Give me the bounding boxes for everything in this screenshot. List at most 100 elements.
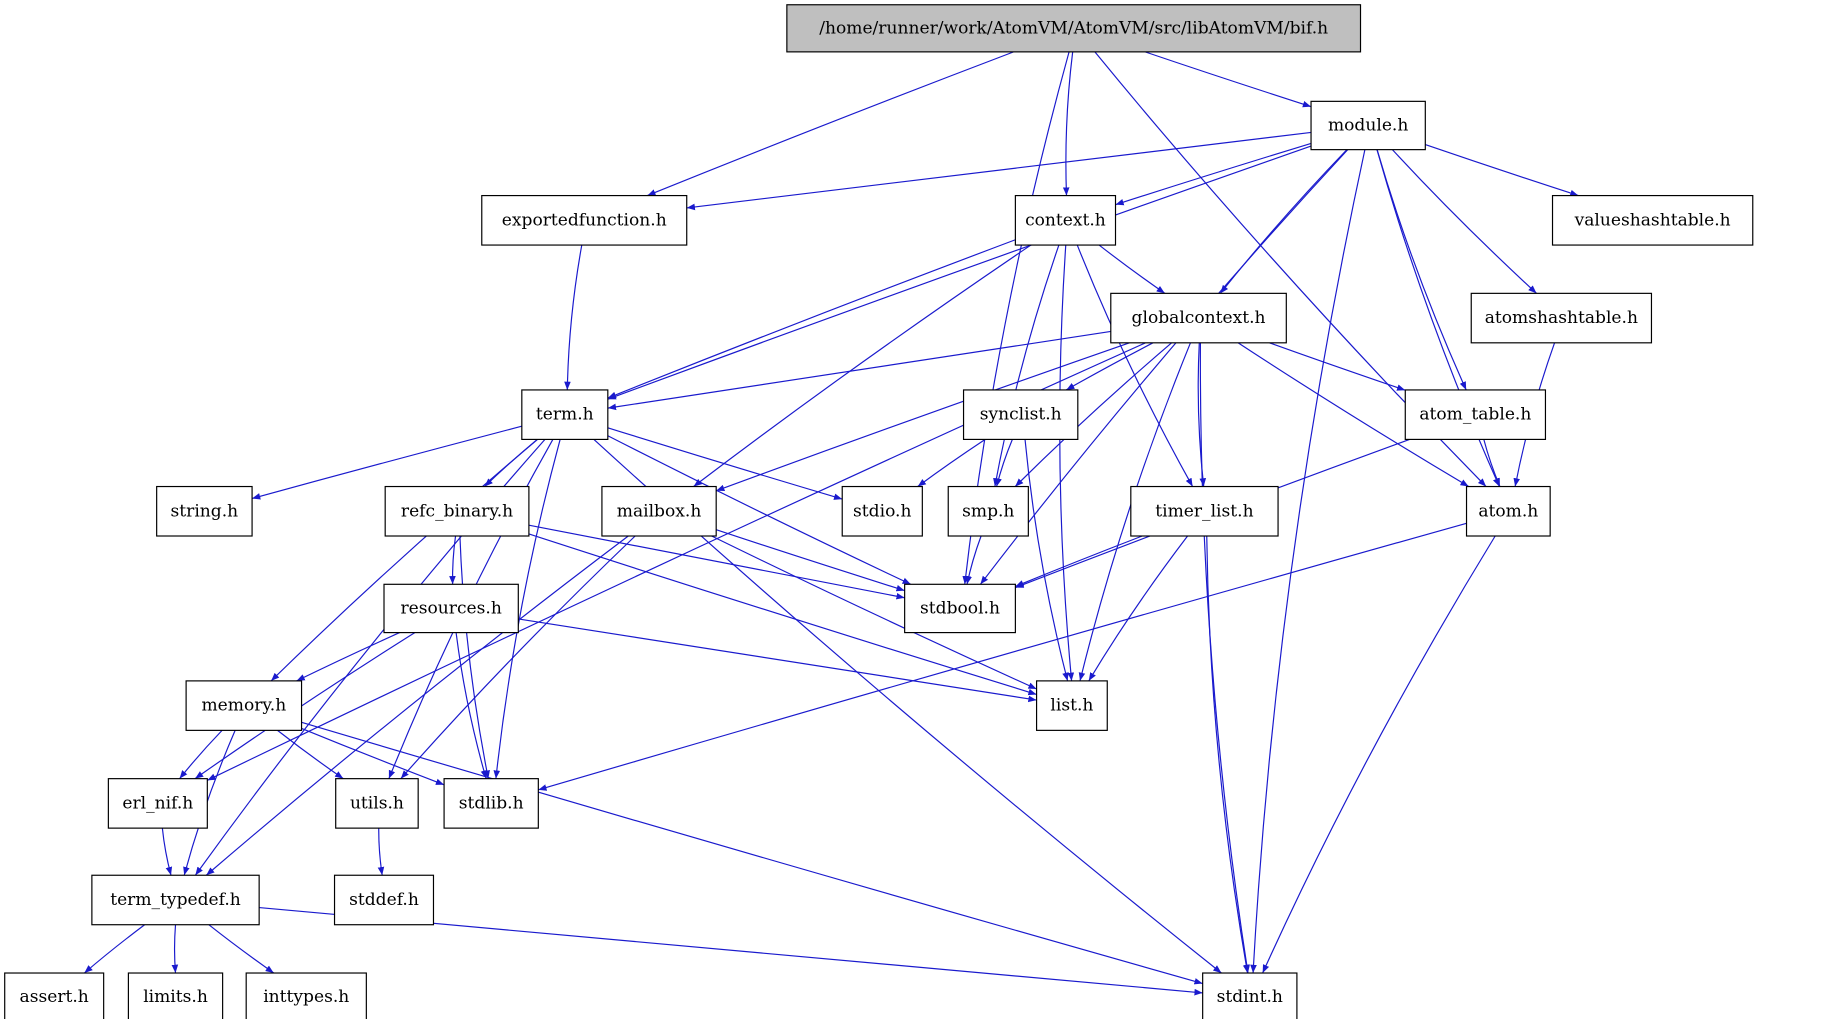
edge-mailbox-to-list bbox=[711, 535, 1037, 690]
edge-memory-to-utils bbox=[277, 729, 344, 780]
node-valueshashtable[interactable]: valueshashtable.h bbox=[1551, 194, 1754, 246]
node-label: /home/runner/work/AtomVM/AtomVM/src/libA… bbox=[819, 18, 1328, 38]
node-label: timer_list.h bbox=[1155, 501, 1253, 521]
node-string[interactable]: string.h bbox=[156, 485, 253, 537]
node-atomshashtable[interactable]: atomshashtable.h bbox=[1470, 292, 1653, 344]
edge-context-to-list bbox=[1059, 245, 1075, 681]
edge-utils-to-stddef bbox=[377, 828, 385, 876]
node-globalcontext[interactable]: globalcontext.h bbox=[1110, 292, 1287, 344]
edge-term-to-stdbool bbox=[607, 435, 912, 585]
node-stdio[interactable]: stdio.h bbox=[841, 485, 923, 537]
node-box bbox=[841, 485, 923, 537]
node-label: term_typedef.h bbox=[110, 890, 241, 910]
node-module[interactable]: module.h bbox=[1310, 100, 1426, 151]
edge-erl_nif-to-term_typedef bbox=[161, 828, 173, 876]
node-stdint[interactable]: stdint.h bbox=[1202, 972, 1298, 1019]
edge-module-to-stdint bbox=[1250, 149, 1366, 974]
edge-context-to-timer_list bbox=[1076, 244, 1194, 487]
node-inttypes[interactable]: inttypes.h bbox=[245, 972, 367, 1019]
node-stddef[interactable]: stddef.h bbox=[333, 874, 435, 926]
edge-exportedfunction-to-term bbox=[564, 244, 583, 390]
edge-module-to-atomshashtable bbox=[1391, 149, 1537, 294]
edge-term_typedef-to-assert bbox=[83, 924, 145, 974]
node-box bbox=[127, 972, 224, 1019]
node-assert[interactable]: assert.h bbox=[4, 972, 105, 1019]
edge-bif-to-module bbox=[1144, 51, 1312, 108]
node-list[interactable]: list.h bbox=[1035, 680, 1108, 731]
node-mailbox[interactable]: mailbox.h bbox=[601, 485, 717, 537]
edge-mailbox-to-utils bbox=[400, 535, 636, 780]
edge-globalcontext-to-term bbox=[607, 330, 1111, 411]
node-box bbox=[1310, 100, 1426, 151]
edge-timer_list-to-stdbool bbox=[1015, 535, 1143, 587]
edge-refc_binary-to-list bbox=[528, 533, 1037, 696]
node-memory[interactable]: memory.h bbox=[185, 680, 303, 731]
node-box bbox=[904, 583, 1016, 634]
node-utils[interactable]: utils.h bbox=[335, 778, 419, 829]
node-stdbool[interactable]: stdbool.h bbox=[904, 583, 1016, 634]
node-resources[interactable]: resources.h bbox=[383, 583, 519, 634]
node-term[interactable]: term.h bbox=[521, 389, 609, 441]
node-label: stdbool.h bbox=[920, 598, 1000, 618]
edge-module-to-atom bbox=[1376, 149, 1500, 487]
node-label: atom.h bbox=[1478, 501, 1538, 521]
edge-globalcontext-to-mailbox bbox=[715, 342, 1130, 492]
edge-context-to-globalcontext bbox=[1098, 244, 1166, 294]
edge-atom_table-to-atom bbox=[1483, 439, 1501, 487]
node-timer-list[interactable]: timer_list.h bbox=[1130, 485, 1279, 537]
edge-timer_list-to-stdint bbox=[1206, 535, 1250, 974]
node-stdlib[interactable]: stdlib.h bbox=[443, 778, 539, 829]
node-label: stdlib.h bbox=[459, 793, 524, 813]
node-label: synclist.h bbox=[980, 405, 1062, 425]
node-label: atom_table.h bbox=[1419, 405, 1531, 425]
node-box bbox=[521, 389, 609, 441]
edge-globalcontext-to-atom bbox=[1237, 342, 1469, 488]
edge-globalcontext-to-stdint bbox=[1199, 342, 1250, 974]
edge-context-to-smp bbox=[993, 244, 1060, 487]
node-box bbox=[947, 485, 1029, 537]
edge-memory-to-stdint bbox=[301, 721, 1203, 985]
edge-atom-to-stdlib bbox=[538, 522, 1467, 791]
node-label: erl_nif.h bbox=[122, 793, 193, 813]
node-label: atomshashtable.h bbox=[1485, 308, 1638, 328]
edge-globalcontext-to-synclist bbox=[1065, 342, 1154, 391]
edge-globalcontext-to-atom_table bbox=[1269, 342, 1406, 391]
edge-globalcontext-to-smp bbox=[1014, 342, 1173, 487]
node-erl-nif[interactable]: erl_nif.h bbox=[107, 778, 208, 829]
node-atom-table[interactable]: atom_table.h bbox=[1404, 389, 1547, 441]
node-bif[interactable]: /home/runner/work/AtomVM/AtomVM/src/libA… bbox=[786, 4, 1362, 53]
node-context[interactable]: context.h bbox=[1014, 194, 1117, 246]
edge-module-to-context bbox=[1115, 142, 1312, 206]
node-label: module.h bbox=[1328, 115, 1408, 135]
edge-module-to-valueshashtable bbox=[1425, 143, 1579, 197]
node-synclist[interactable]: synclist.h bbox=[962, 389, 1079, 441]
edge-context-to-term bbox=[607, 239, 1016, 399]
edge-atom-to-stdint bbox=[1262, 535, 1496, 974]
node-smp[interactable]: smp.h bbox=[947, 485, 1029, 537]
edge-term_typedef-to-inttypes bbox=[208, 924, 275, 974]
node-box bbox=[384, 485, 530, 537]
node-atom[interactable]: atom.h bbox=[1465, 485, 1551, 537]
node-label: memory.h bbox=[201, 696, 286, 716]
node-box bbox=[4, 972, 105, 1019]
node-label: stdint.h bbox=[1217, 987, 1283, 1007]
node-box bbox=[1035, 680, 1108, 731]
node-label: term.h bbox=[536, 405, 594, 425]
node-box bbox=[1014, 194, 1117, 246]
node-label: globalcontext.h bbox=[1132, 308, 1266, 328]
node-label: stdio.h bbox=[853, 501, 911, 521]
edge-term-to-stdlib bbox=[493, 439, 561, 779]
node-refc-binary[interactable]: refc_binary.h bbox=[384, 485, 530, 537]
edge-context-to-mailbox bbox=[693, 244, 1032, 487]
node-label: limits.h bbox=[143, 987, 208, 1007]
edge-resources-to-stdlib bbox=[455, 632, 488, 779]
node-box bbox=[962, 389, 1079, 441]
node-exportedfunction[interactable]: exportedfunction.h bbox=[481, 194, 688, 246]
node-box bbox=[1470, 292, 1653, 344]
node-label: stddef.h bbox=[349, 890, 419, 910]
node-term-typedef[interactable]: term_typedef.h bbox=[91, 874, 260, 926]
node-box bbox=[1130, 485, 1279, 537]
edge-smp-to-stdbool bbox=[965, 535, 982, 585]
node-limits[interactable]: limits.h bbox=[127, 972, 224, 1019]
